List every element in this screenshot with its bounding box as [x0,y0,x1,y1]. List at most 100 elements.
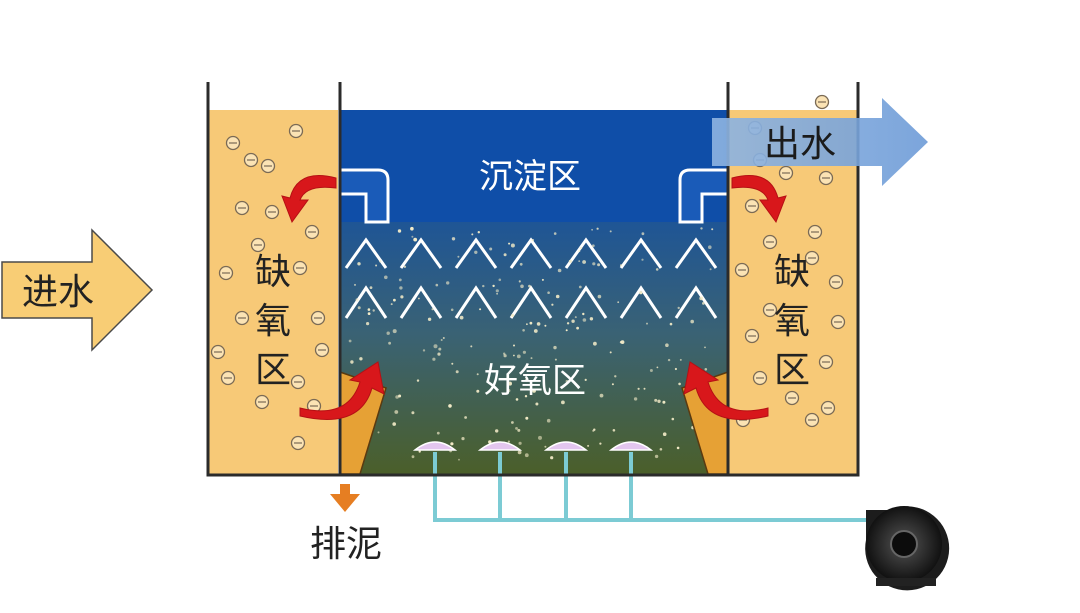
carrier-particle [450,308,454,312]
aeration-diffuser-icon [412,441,458,451]
carrier-particle [516,354,521,359]
anoxic-label-char: 氧 [255,301,291,342]
carrier-particle [488,440,492,444]
bubble-icon [784,390,800,406]
carrier-particle [578,260,581,262]
carrier-particle [510,243,515,248]
carrier-particle [390,303,393,306]
carrier-particle [522,329,525,332]
carrier-particle [489,247,493,251]
carrier-particle [474,250,478,254]
recirculation-arrow-top-right [731,175,787,224]
carrier-particle [674,367,678,371]
bubble-icon [304,224,320,240]
carrier-particle [526,323,528,326]
anoxic-label-left: 缺 氧 区 [255,252,291,391]
carrier-particle [398,394,402,398]
carrier-particle [593,341,597,346]
carrier-particle [471,233,474,236]
carrier-particle [422,349,426,352]
carrier-particle [524,453,529,458]
carrier-particle [507,440,510,443]
carrier-particle [557,268,562,273]
carrier-particle [503,354,507,358]
carrier-particle [547,291,550,295]
carrier-particle [438,347,442,351]
carrier-particle [535,402,539,406]
carrier-particle [395,395,399,399]
settling-plate [619,285,663,319]
tank-outline [206,82,860,477]
carrier-particle [529,321,533,325]
bubble-icon [778,165,794,181]
carrier-particle [518,441,522,445]
carrier-particle [366,322,370,326]
bubble-icon [820,400,836,416]
carrier-particle [495,289,499,293]
carrier-particle [641,258,644,261]
carrier-particle [522,350,527,354]
carrier-particle [458,458,460,461]
carrier-particle [411,455,415,459]
carrier-particle [392,422,397,426]
carrier-particle [495,429,499,433]
carrier-particle [503,352,506,355]
carrier-particle [578,285,582,289]
carrier-particle [553,345,557,350]
carrier-particle [375,264,378,267]
carrier-particle [418,297,420,300]
carrier-particle [427,317,432,321]
aerobic-zone-label: 好氧区 [484,361,586,401]
bubble-icon [250,237,266,253]
outlet-label: 出水 [764,124,836,165]
carrier-particle [659,448,663,451]
carrier-particle [450,442,454,446]
outlet-arrow: 出水 [712,98,928,186]
carrier-particle [517,428,521,432]
carrier-particle [708,245,712,249]
carrier-particle [657,399,661,403]
carrier-particle [541,278,544,281]
carrier-particle [639,291,643,295]
carrier-particle [553,232,557,235]
carrier-particle [513,344,515,347]
bubble-icon [225,135,241,151]
carrier-particle [592,429,595,432]
settling-plate [674,285,718,319]
carrier-particle [520,284,524,289]
carrier-particle [357,262,361,266]
settling-plate [509,285,553,319]
carrier-particle [479,308,482,311]
carrier-particle [591,228,593,231]
carrier-particle [565,379,569,383]
carrier-particle [411,235,414,238]
carrier-particle [655,268,659,271]
sludge-arrow-icon [330,484,360,512]
carrier-particle [544,445,547,448]
settling-plate [399,285,443,319]
carrier-particle [393,298,396,302]
carrier-particle [367,312,371,315]
inlet-arrow-shape [1,228,154,352]
carrier-particle [411,411,415,415]
carrier-particle [492,284,495,288]
carrier-particle [357,306,361,310]
carrier-particle [656,366,659,369]
anoxic-label-char: 区 [255,350,291,391]
carrier-particle [400,295,404,299]
settling-plates [344,237,718,319]
bubble-icon [310,310,326,326]
bubble-icon [762,234,778,250]
settling-zone-label: 沉淀区 [479,157,581,197]
carrier-particle [440,339,443,341]
carrier-particle [649,369,653,372]
carrier-particle [612,429,616,432]
carrier-particle [566,322,570,325]
carrier-particle [571,319,575,323]
carrier-particle [354,283,356,286]
carrier-particle [359,357,363,361]
carrier-particle [386,331,390,335]
carrier-particle [457,255,460,258]
bubble-icon [234,310,250,326]
aeration-diffuser-icon [477,441,523,451]
